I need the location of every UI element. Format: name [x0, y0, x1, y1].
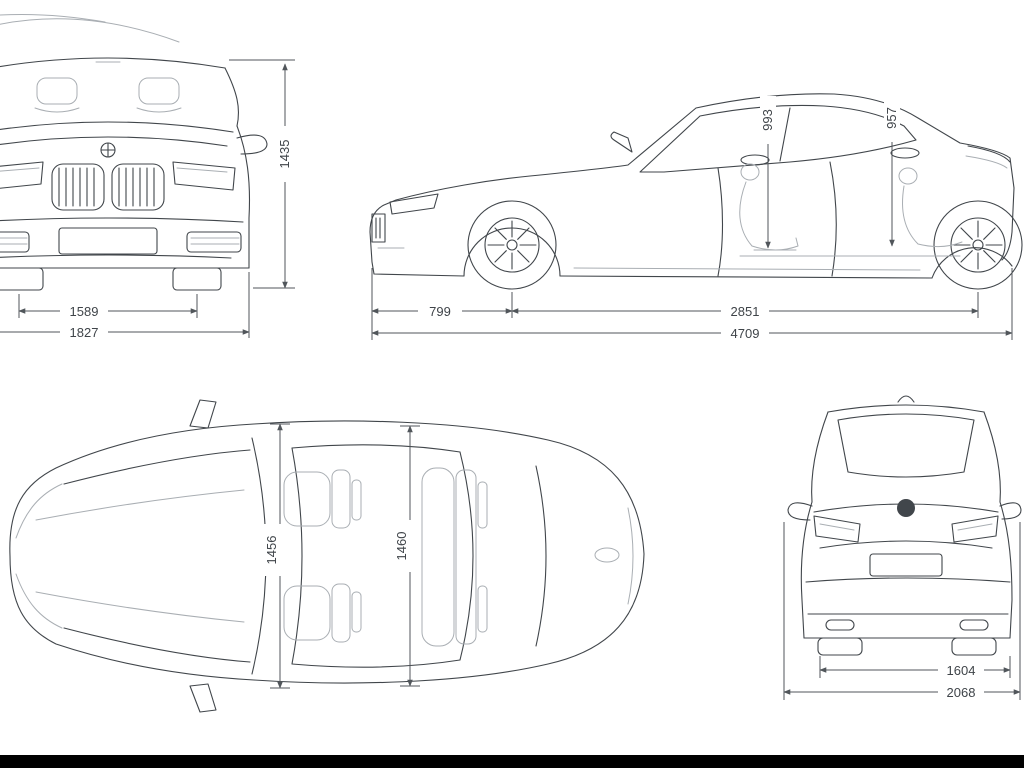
rear-right-tire: [951, 637, 997, 656]
rear-view: 1604 2068: [770, 388, 1024, 718]
roof-antenna: [897, 395, 915, 403]
rear-mirror-left: [787, 502, 813, 521]
front-wheel: [467, 200, 557, 290]
top-view-drawing: 1456 1460: [9, 399, 645, 713]
exhaust-left: [825, 619, 855, 631]
rear-view-drawing: 1604 2068: [783, 395, 1022, 700]
license-plate: [58, 227, 158, 255]
front-height-label: 1435: [277, 140, 292, 169]
front-view-drawing: 1435 1589 1827: [0, 13, 295, 340]
side-mirror: [610, 131, 633, 153]
rear-window-line: [459, 451, 474, 661]
headlight-left: [0, 161, 44, 189]
rear-door-handle: [890, 147, 920, 159]
letterbox-bar: [0, 755, 1024, 768]
front-right-tire: [172, 267, 222, 291]
front-view: 1435 1589 1827: [0, 0, 335, 362]
right-mirror: [236, 134, 268, 155]
rear-mirror-right: [999, 502, 1022, 520]
top-mirror-right: [189, 683, 217, 713]
top-car-outline: [9, 399, 645, 713]
front-left-tire: [0, 267, 44, 291]
front-door-handle: [740, 154, 770, 166]
exhaust-right: [959, 619, 989, 631]
top-view: 1456 1460: [0, 388, 664, 718]
taillight-right: [951, 515, 999, 543]
side-headlight: [389, 193, 439, 215]
side-view: 993 957 799 2851 4709: [360, 0, 1024, 350]
rear-headroom-label: 957: [884, 107, 899, 129]
kidney-grille-right: [111, 163, 165, 211]
rear-interior-width-label: 1460: [394, 532, 409, 561]
rear-license-plate: [869, 553, 943, 577]
headlight-right: [172, 161, 236, 191]
overall-length-label: 4709: [731, 326, 760, 341]
top-dimensions: 1456 1460: [264, 423, 420, 689]
kidney-grille-left: [51, 163, 105, 211]
front-track-label: 1589: [70, 304, 99, 319]
front-car-outline: [0, 13, 268, 291]
taillight-left: [813, 515, 861, 543]
front-overhang-label: 799: [429, 304, 451, 319]
front-interior-width-label: 1456: [264, 536, 279, 565]
front-dimensions: 1435 1589 1827: [0, 59, 295, 340]
rear-left-tire: [817, 637, 863, 656]
rear-wheel: [933, 200, 1023, 290]
side-car-outline: [369, 93, 1023, 290]
rear-glass: [837, 413, 975, 478]
wheelbase-label: 2851: [731, 304, 760, 319]
bmw-roundel-rear: [897, 499, 915, 517]
side-view-drawing: 993 957 799 2851 4709: [369, 93, 1023, 341]
rear-car-outline: [787, 395, 1022, 656]
rear-track-label: 1604: [947, 663, 976, 678]
antenna-fin: [594, 547, 620, 563]
side-dimensions: 993 957 799 2851 4709: [371, 94, 1013, 341]
front-headroom-label: 993: [760, 109, 775, 131]
rear-dimensions: 1604 2068: [783, 522, 1021, 700]
rear-width-label: 2068: [947, 685, 976, 700]
front-width-label: 1827: [70, 325, 99, 340]
top-mirror-left: [189, 399, 217, 429]
side-glass: [639, 104, 917, 173]
